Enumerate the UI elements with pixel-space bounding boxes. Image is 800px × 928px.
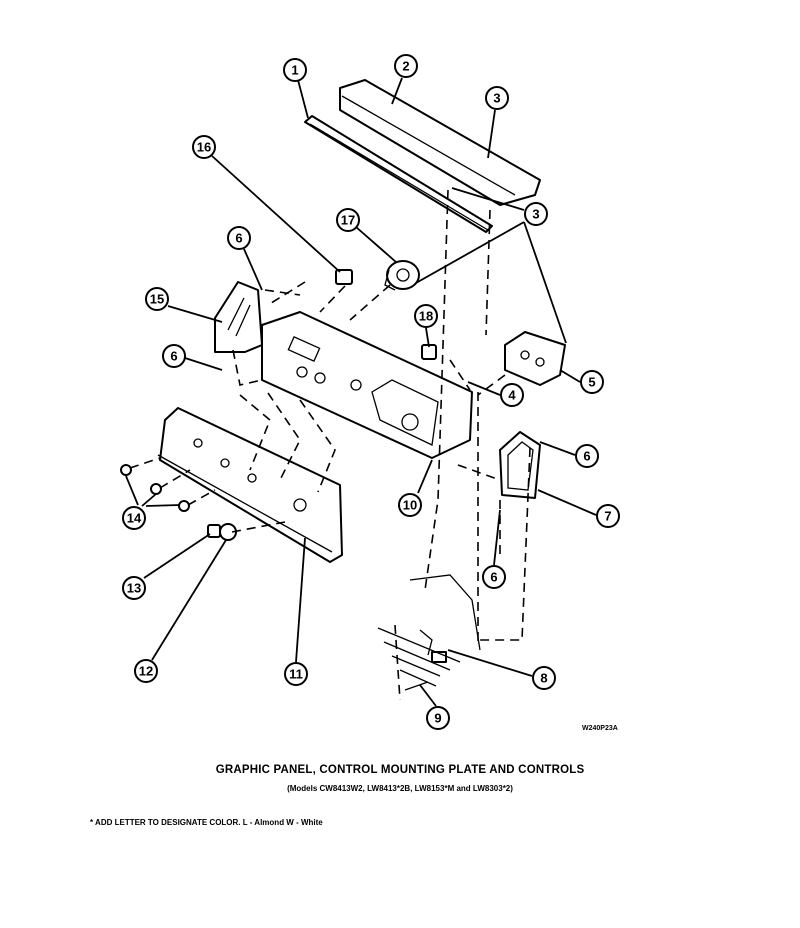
part-seal-strip <box>304 115 493 233</box>
callout-5: 5 <box>580 370 604 394</box>
callout-7: 7 <box>596 504 620 528</box>
diagram-subtitle: (Models CW8413W2, LW8413*2B, LW8153*M an… <box>287 784 513 793</box>
callout-1: 1 <box>283 58 307 82</box>
part-control-mounting-plate <box>261 311 473 459</box>
callout-11: 11 <box>284 662 308 686</box>
svg-text:7: 7 <box>604 509 611 524</box>
callout-15: 15 <box>145 287 169 311</box>
color-note: * ADD LETTER TO DESIGNATE COLOR. L - Alm… <box>90 818 323 827</box>
svg-text:9: 9 <box>434 711 441 726</box>
svg-text:15: 15 <box>150 292 164 307</box>
svg-text:1: 1 <box>291 63 298 78</box>
callout-18: 18 <box>414 304 438 328</box>
diagram-title: GRAPHIC PANEL, CONTROL MOUNTING PLATE AN… <box>215 764 585 776</box>
assembly-dashed-lines <box>129 189 531 701</box>
svg-text:4: 4 <box>508 388 516 403</box>
svg-text:16: 16 <box>197 140 211 155</box>
svg-text:14: 14 <box>127 511 142 526</box>
callout-9: 9 <box>426 706 450 730</box>
callout-13: 13 <box>122 576 146 600</box>
part-wire-harness <box>377 574 481 691</box>
callout-16: 16 <box>192 135 216 159</box>
callout-10: 10 <box>398 493 422 517</box>
callout-2: 2 <box>394 54 418 78</box>
svg-text:5: 5 <box>588 375 595 390</box>
callout-3: 3 <box>485 86 509 110</box>
svg-text:6: 6 <box>235 231 242 246</box>
svg-text:3: 3 <box>532 207 539 222</box>
svg-text:12: 12 <box>139 664 153 679</box>
callout-12: 12 <box>134 659 158 683</box>
svg-text:8: 8 <box>540 671 547 686</box>
svg-text:6: 6 <box>170 349 177 364</box>
svg-text:13: 13 <box>127 581 141 596</box>
callout-6b: 6 <box>162 344 186 368</box>
part-left-end-cap <box>214 281 263 353</box>
part-graphic-panel <box>157 407 343 563</box>
callout-17: 17 <box>336 208 360 232</box>
leader-lines <box>125 77 597 707</box>
callout-6c: 6 <box>575 444 599 468</box>
part-switch-16 <box>335 269 353 285</box>
svg-text:18: 18 <box>419 309 433 324</box>
svg-text:6: 6 <box>583 449 590 464</box>
exploded-parts-diagram: 1 2 3 3 16 17 6 15 18 6 4 5 6 10 14 7 13… <box>120 54 620 730</box>
part-control-module <box>504 331 566 386</box>
callout-3b: 3 <box>524 202 548 226</box>
part-switch-18 <box>421 344 437 360</box>
callout-6a: 6 <box>227 226 251 250</box>
part-right-end-cap <box>499 431 541 499</box>
part-timer <box>384 260 420 291</box>
callout-14: 14 <box>122 506 146 530</box>
svg-text:3: 3 <box>493 91 500 106</box>
part-top-trim-cover <box>339 79 541 206</box>
callout-6d: 6 <box>482 565 506 589</box>
svg-text:17: 17 <box>341 213 355 228</box>
svg-text:2: 2 <box>402 59 409 74</box>
svg-text:11: 11 <box>289 667 303 682</box>
diagram-code: W240P23A <box>582 725 618 732</box>
svg-text:6: 6 <box>490 570 497 585</box>
svg-text:10: 10 <box>403 498 417 513</box>
callout-4: 4 <box>500 383 524 407</box>
callout-8: 8 <box>532 666 556 690</box>
